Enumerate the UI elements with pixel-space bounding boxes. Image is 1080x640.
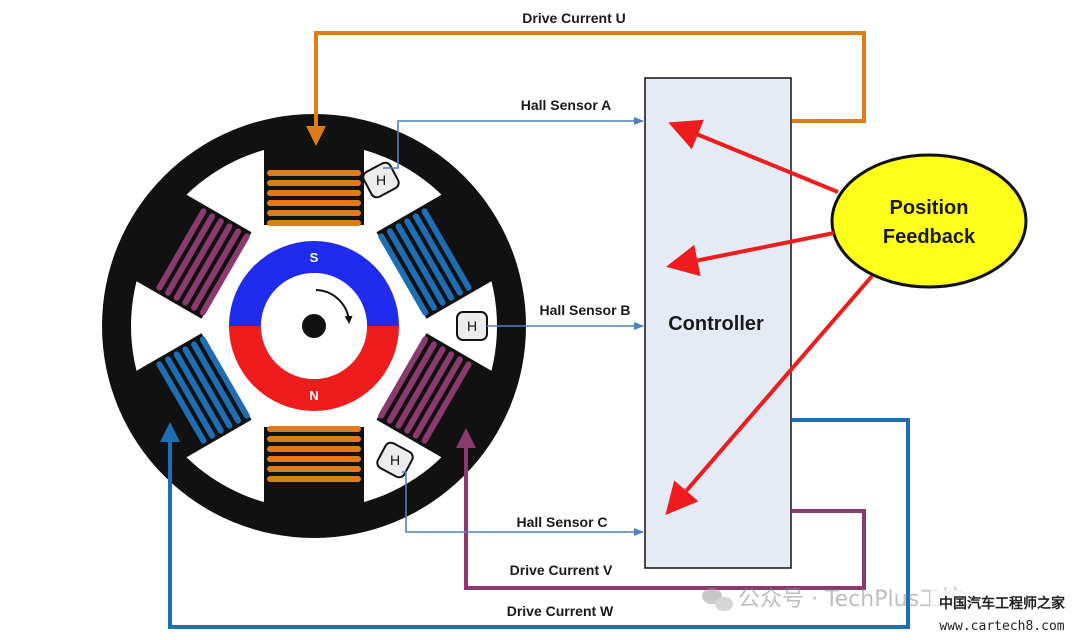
wechat-icon [702,588,733,611]
rotor-north-half [229,326,399,411]
rotor: S N [229,241,399,411]
rotor-south-label: S [310,250,319,265]
hall-sensor-c-icon: H [376,441,414,479]
coil-u-top [267,170,361,226]
position-feedback-label-line2: Feedback [883,226,976,248]
hall-sensor-a-wire [383,117,644,169]
coil-v-lower-right [378,336,472,444]
drive-current-u-wire [306,31,866,146]
hall-sensor-c-label: Hall Sensor C [516,514,607,530]
svg-text:H: H [390,452,400,468]
drive-current-v-label: Drive Current V [510,562,613,578]
svg-text:H: H [376,172,386,188]
feedback-arrows [665,119,874,516]
feedback-arrow-middle [666,231,835,277]
coil-w-lower-left [156,336,250,444]
coil-v-upper-left [156,208,250,316]
wechat-watermark: 公众号 · TechPlus工控 [702,587,963,612]
site-watermark-cn: 中国汽车工程师之家 [939,595,1066,612]
feedback-arrow-bottom [665,274,874,516]
drive-current-w-wire [160,418,910,629]
position-feedback-label-line1: Position [890,197,969,219]
svg-text:公众号 · TechPlus工控: 公众号 · TechPlus工控 [738,587,963,612]
drive-current-u-label: Drive Current U [522,10,625,26]
controller-label: Controller [668,313,764,335]
hall-sensor-b-label: Hall Sensor B [539,302,630,318]
site-watermark-url: www.cartech8.com [939,619,1064,634]
stator-coils [156,170,472,482]
svg-text:H: H [467,318,477,334]
hall-sensor-a-icon: H [362,161,400,199]
coil-w-upper-right [378,208,472,316]
hall-sensor-b-icon: H [456,311,488,341]
rotation-arrow-icon [315,289,353,324]
rotor-south-half [229,241,399,326]
position-feedback-ellipse [830,153,1028,289]
rotor-shaft [302,314,326,338]
drive-current-v-wire [456,428,866,590]
rotor-north-label: N [309,388,318,403]
drive-current-w-label: Drive Current W [507,603,614,619]
feedback-arrow-top [668,119,839,194]
hall-sensor-c-wire [402,471,644,536]
coil-u-bottom [267,426,361,482]
hall-sensor-a-label: Hall Sensor A [521,97,612,113]
